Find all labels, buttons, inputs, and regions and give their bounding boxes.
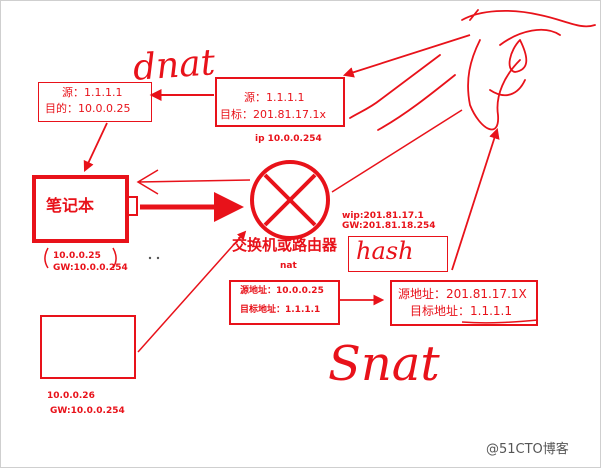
arrow-internet-in	[342, 34, 471, 78]
arrow-to-laptop	[83, 122, 108, 172]
snat-after-source: 源地址：201.81.17.1X	[398, 287, 527, 301]
arrow-host2-to-router	[137, 230, 247, 353]
dnat-handwriting: dnat	[131, 42, 217, 89]
second-host-node	[40, 315, 136, 379]
incoming-packet-source: 源：1.1.1.1	[244, 91, 305, 104]
dnat-result-box	[38, 82, 152, 122]
dnat-result-source: 源：1.1.1.1	[62, 86, 123, 99]
router-nat-label: nat	[280, 261, 297, 271]
hash-handwriting: hash	[356, 237, 414, 265]
hash-box	[348, 236, 448, 272]
router-ip-label: ip 10.0.0.254	[255, 134, 322, 144]
router-symbol	[250, 160, 330, 240]
watermark: @51CTO博客	[486, 442, 569, 457]
incoming-packet-box	[215, 77, 345, 127]
internet-scribble	[349, 9, 596, 131]
dnat-result-target: 目的：10.0.0.25	[45, 102, 131, 115]
laptop-ip: 10.0.0.25	[53, 251, 101, 261]
snat-before-target: 目标地址：1.1.1.1	[240, 305, 321, 315]
snat-before-source: 源地址：10.0.0.25	[240, 286, 324, 296]
laptop-gw: GW:10.0.0.254	[53, 263, 128, 273]
laptop-node	[32, 175, 129, 243]
incoming-packet-target: 目标：201.81.17.1x	[220, 108, 326, 121]
arrow-router-to-internet	[331, 109, 463, 193]
router-label: 交换机或路由器	[232, 236, 338, 254]
router-wan-gw: GW:201.81.18.254	[342, 221, 436, 231]
arrow-router-to-laptop	[136, 169, 251, 195]
snat-after-target: 目标地址：1.1.1.1	[410, 304, 512, 318]
second-host-gw: GW:10.0.0.254	[50, 406, 125, 416]
underline-target	[461, 319, 539, 324]
second-host-ip: 10.0.0.26	[47, 391, 95, 401]
snat-handwriting: Snat	[328, 336, 440, 392]
snat-after-box	[390, 280, 538, 326]
laptop-label: 笔记本	[46, 196, 95, 215]
snat-before-box	[229, 280, 340, 325]
arrow-snat-out	[451, 127, 500, 271]
router-wan-ip: wip:201.81.17.1	[342, 211, 424, 221]
